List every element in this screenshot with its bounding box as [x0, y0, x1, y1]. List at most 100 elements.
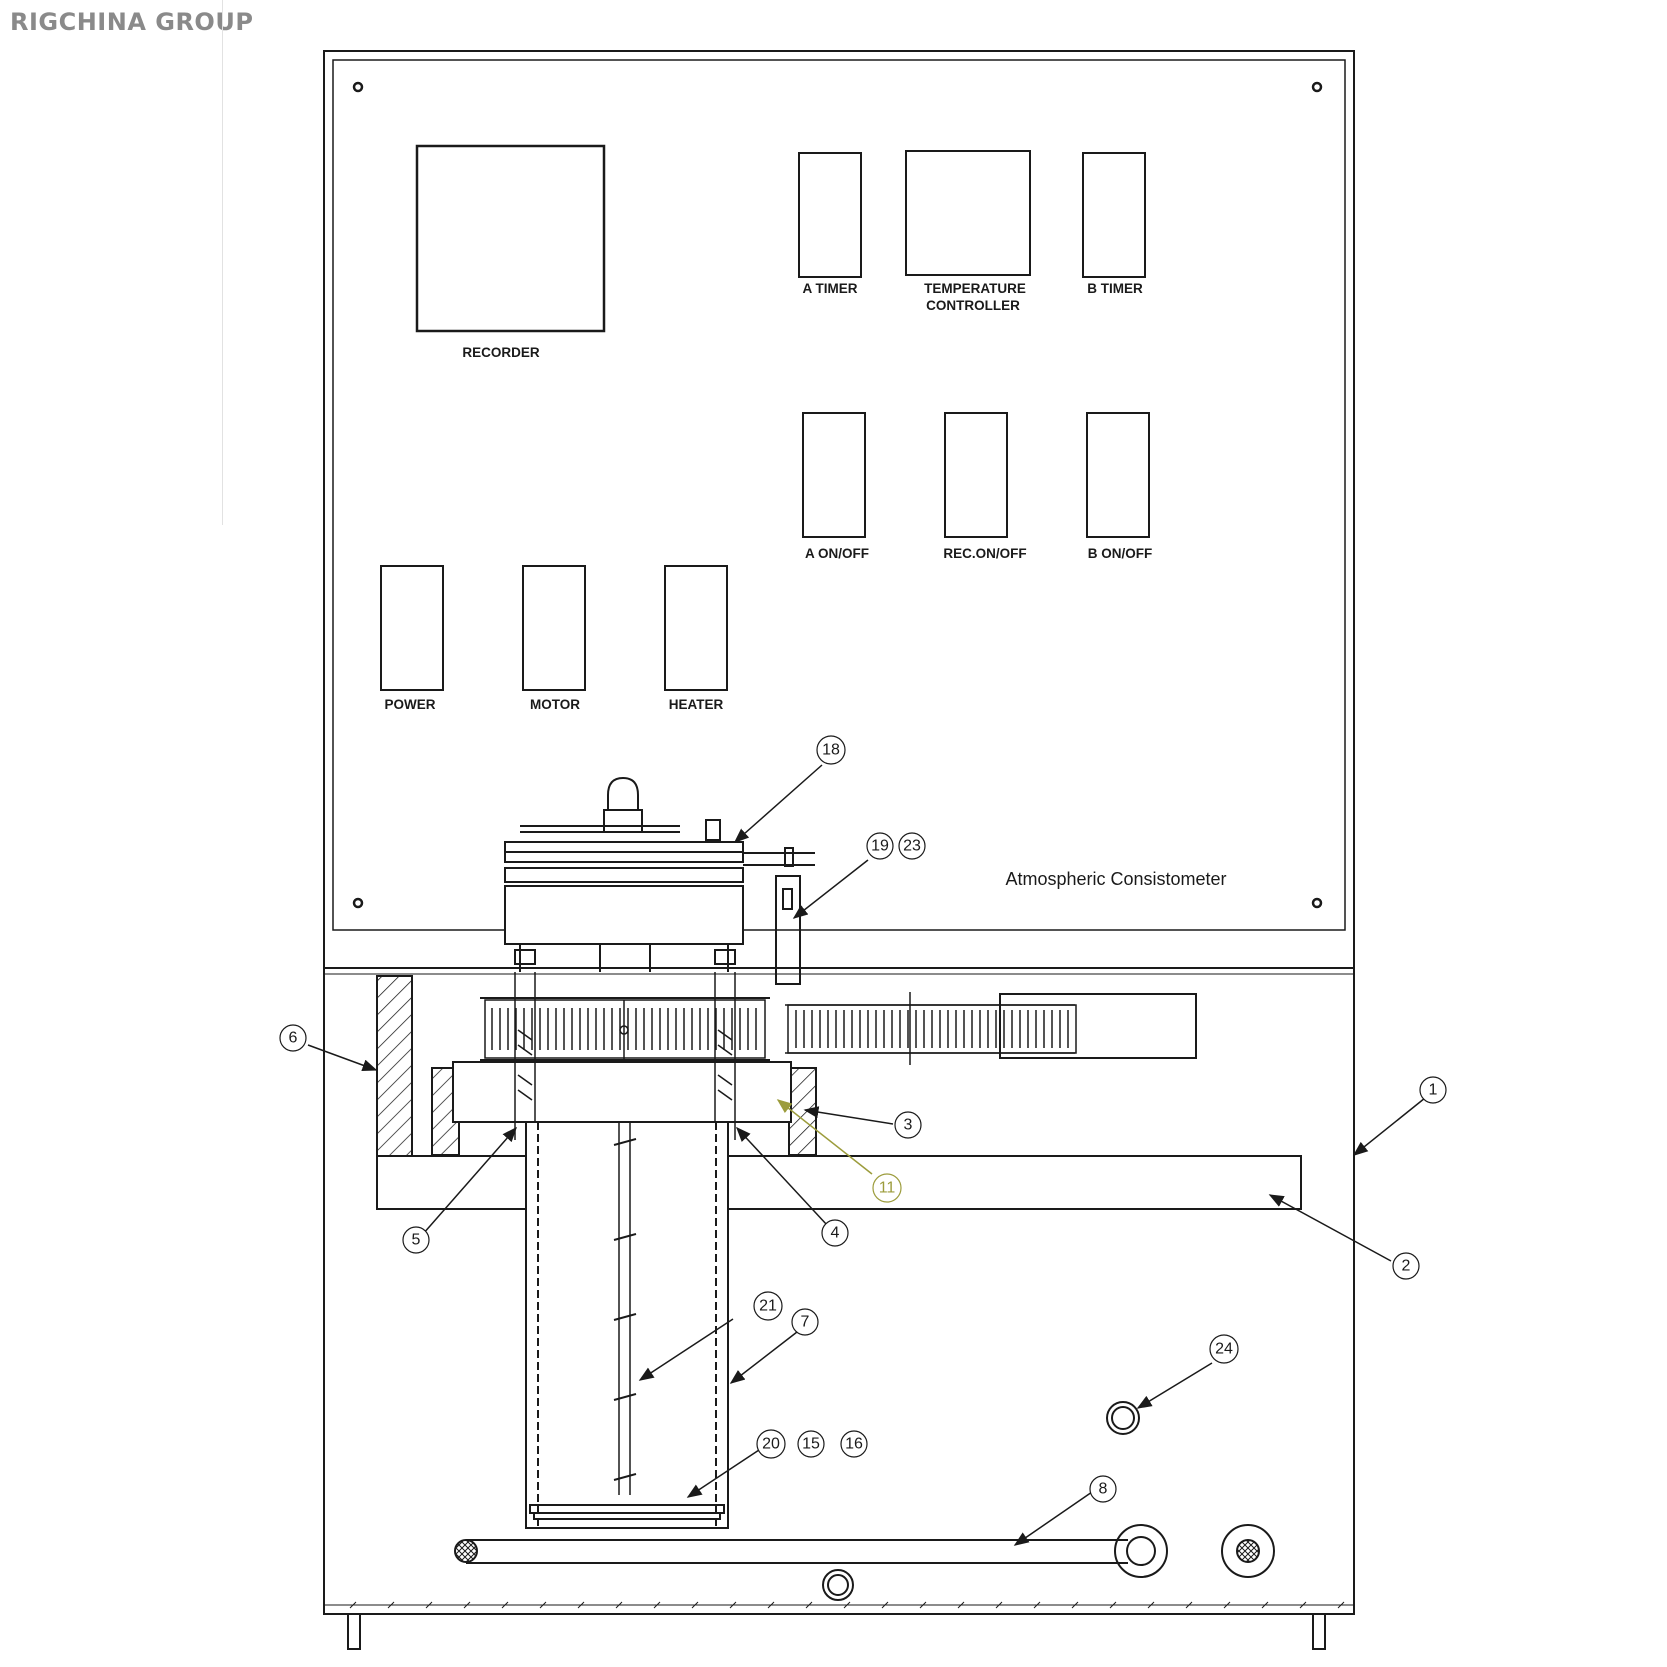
base-hatch	[577, 1601, 585, 1609]
base-hatch	[1033, 1601, 1041, 1609]
callout-18	[816, 735, 846, 765]
power-label: POWER	[384, 697, 435, 712]
motor-label: MOTOR	[530, 697, 580, 712]
svg-text:5: 5	[412, 1232, 421, 1249]
a-onoff-switch	[802, 412, 866, 538]
paddle-blade	[613, 1473, 637, 1481]
temperature-controller-box	[905, 150, 1031, 276]
svg-text:15: 15	[802, 1436, 820, 1453]
base-hatch	[501, 1601, 509, 1609]
head-plate	[504, 867, 744, 883]
base-hatch	[919, 1601, 927, 1609]
svg-text:7: 7	[801, 1314, 810, 1331]
base-hatch	[691, 1601, 699, 1609]
svg-text:2: 2	[1402, 1258, 1411, 1275]
paddle-blade	[613, 1393, 637, 1401]
base-hatch	[1223, 1601, 1231, 1609]
pin-holder	[775, 875, 801, 985]
temperature-label-line2: CONTROLLER	[926, 298, 1020, 313]
base-hatch	[653, 1601, 661, 1609]
callout-6	[279, 1024, 307, 1052]
callout-7	[791, 1308, 819, 1336]
drain-port	[822, 1569, 854, 1601]
svg-text:1: 1	[1429, 1082, 1438, 1099]
heater-tube	[466, 1539, 1128, 1564]
head-block	[504, 885, 744, 945]
paddle-blade	[613, 1138, 637, 1146]
base-hatch	[881, 1601, 889, 1609]
b-onoff-switch	[1086, 412, 1150, 538]
base-hatch	[349, 1601, 357, 1609]
light-dome	[607, 776, 639, 811]
foot-left	[347, 1613, 361, 1650]
svg-text:20: 20	[762, 1436, 780, 1453]
power-switch	[380, 565, 444, 691]
svg-text:4: 4	[831, 1225, 840, 1242]
screw-tr	[1311, 81, 1323, 93]
callout-15	[797, 1430, 825, 1458]
svg-text:6: 6	[289, 1030, 298, 1047]
callout-5	[402, 1226, 430, 1254]
base-hatch	[957, 1601, 965, 1609]
svg-text:16: 16	[845, 1436, 863, 1453]
a-timer-label: A TIMER	[803, 281, 858, 296]
svg-text:8: 8	[1099, 1481, 1108, 1498]
callout-21	[753, 1291, 783, 1321]
svg-text:18: 18	[822, 742, 840, 759]
paddle-blade	[613, 1233, 637, 1241]
callout-2	[1392, 1252, 1420, 1280]
base-hatch	[995, 1601, 1003, 1609]
callout-8	[1089, 1475, 1117, 1503]
motor-switch	[522, 565, 586, 691]
base-hatch	[1261, 1601, 1269, 1609]
temperature-label-line1: TEMPERATURE	[924, 281, 1026, 296]
base-hatch	[843, 1601, 851, 1609]
callout-4	[821, 1219, 849, 1247]
shelf-bar	[376, 1155, 1302, 1210]
watermark-text: RIGCHINA GROUP	[10, 8, 254, 36]
base-hatch	[1337, 1601, 1345, 1609]
callout-3	[894, 1111, 922, 1139]
base-hatch	[539, 1601, 547, 1609]
base-hatch	[1147, 1601, 1155, 1609]
base-hatch	[805, 1601, 813, 1609]
rec-onoff-switch	[944, 412, 1008, 538]
callout-19	[866, 832, 894, 860]
svg-text:23: 23	[903, 838, 921, 855]
base-hatch	[1299, 1601, 1307, 1609]
b-onoff-label: B ON/OFF	[1088, 546, 1153, 561]
base-hatch	[463, 1601, 471, 1609]
svg-text:24: 24	[1215, 1341, 1233, 1358]
svg-text:11: 11	[879, 1180, 896, 1197]
base-hatch	[767, 1601, 775, 1609]
base-hatch	[387, 1601, 395, 1609]
recorder-box	[415, 144, 606, 333]
mount-plate	[452, 1061, 792, 1123]
base-hatch	[615, 1601, 623, 1609]
base-hatch	[1109, 1601, 1117, 1609]
front-panel	[332, 59, 1346, 931]
b-timer-label: B TIMER	[1087, 281, 1143, 296]
svg-text:21: 21	[759, 1298, 777, 1315]
base-hatch	[729, 1601, 737, 1609]
screw-bl	[352, 897, 364, 909]
rec-onoff-label: REC.ON/OFF	[943, 546, 1026, 561]
thermal-port	[1221, 1524, 1275, 1578]
divider-line	[222, 0, 223, 525]
heater-coil-end	[1114, 1524, 1168, 1578]
base-hatch	[1185, 1601, 1193, 1609]
heater-switch	[664, 565, 728, 691]
a-timer-box	[798, 152, 862, 278]
heater-label: HEATER	[669, 697, 724, 712]
base-hatch	[425, 1601, 433, 1609]
paddle-blade	[613, 1313, 637, 1321]
svg-text:19: 19	[871, 838, 889, 855]
screw-br	[1311, 897, 1323, 909]
a-onoff-label: A ON/OFF	[805, 546, 869, 561]
fitting-24	[1106, 1401, 1140, 1435]
screw-tl	[352, 81, 364, 93]
diagram-title: Atmospheric Consistometer	[1005, 869, 1226, 889]
cabinet-outer	[323, 50, 1355, 1615]
callout-23	[898, 832, 926, 860]
